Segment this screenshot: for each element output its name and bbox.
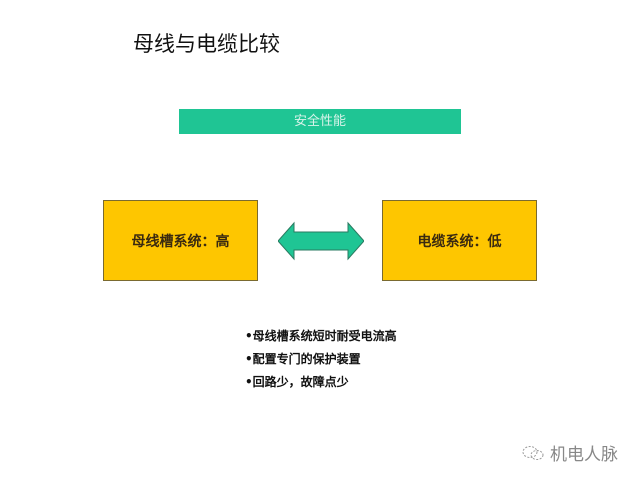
cable-label: 电缆系统：低 xyxy=(417,233,502,250)
busway-box: 母线槽系统：高 xyxy=(103,200,258,281)
bullet-item: •配置专门的保护装置 xyxy=(245,352,361,366)
wechat-icon xyxy=(522,445,544,460)
section-banner: 安全性能 xyxy=(179,109,461,134)
watermark: 机电人脉 xyxy=(522,440,618,465)
bullet-item: •回路少，故障点少 xyxy=(245,375,349,389)
bullet-item: •母线槽系统短时耐受电流高 xyxy=(245,329,397,343)
bullet-list: •母线槽系统短时耐受电流高 •配置专门的保护装置 •回路少，故障点少 xyxy=(245,327,397,396)
busway-label: 母线槽系统：高 xyxy=(131,233,230,250)
slide-title: 母线与电缆比较 xyxy=(133,32,280,56)
double-arrow-icon xyxy=(278,221,364,261)
cable-box: 电缆系统：低 xyxy=(382,200,537,281)
watermark-text: 机电人脉 xyxy=(550,445,618,465)
